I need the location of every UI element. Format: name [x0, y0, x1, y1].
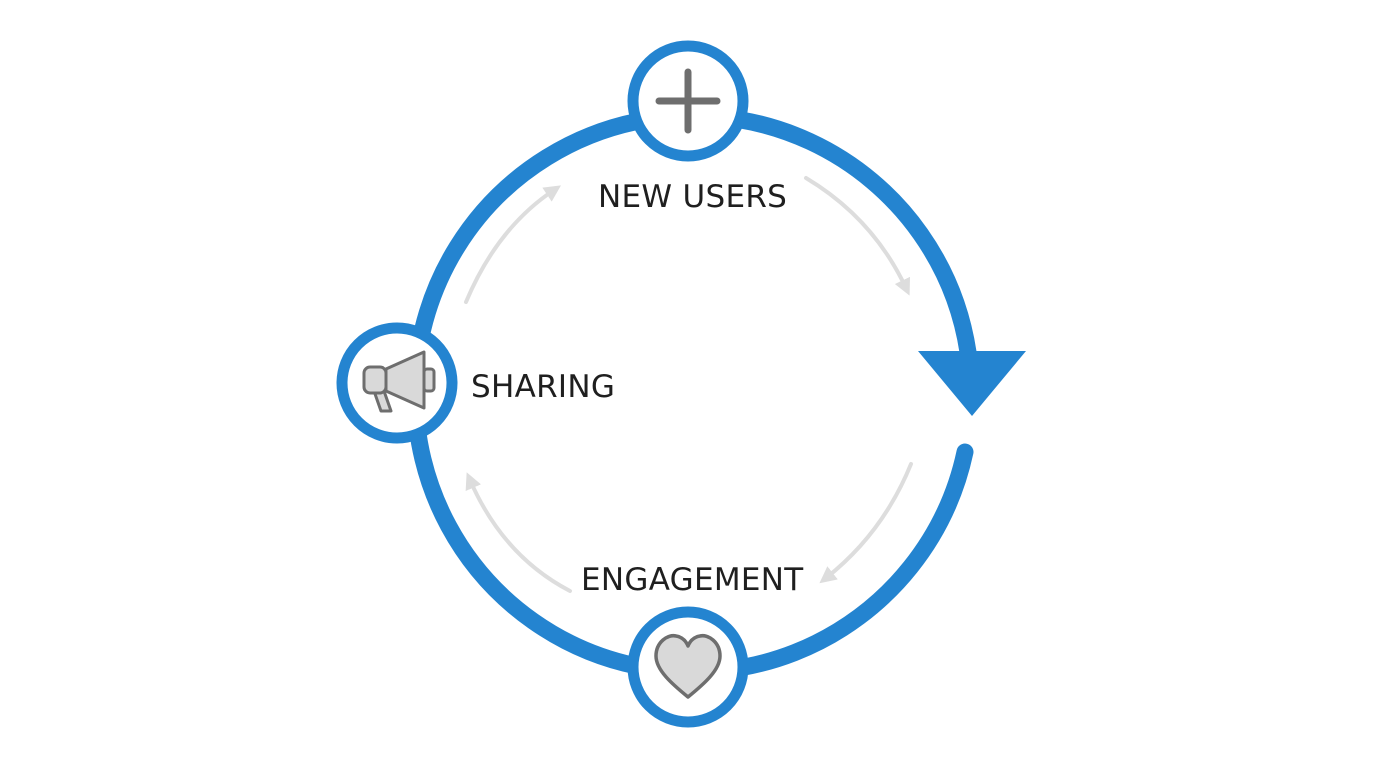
node-new-users [627, 40, 749, 162]
label-engagement: ENGAGEMENT [581, 562, 804, 598]
node-sharing [336, 322, 458, 444]
node-engagement [627, 606, 749, 728]
flow-arrow-sharing-to-new-users [464, 185, 561, 304]
flow-arrow-engagement-to-sharing [465, 472, 572, 593]
heart-icon [654, 633, 722, 699]
megaphone-icon [362, 350, 436, 413]
flow-arrow-new-users-to-engagement [804, 176, 911, 296]
cycle-arrowhead [918, 351, 1026, 416]
flow-arrow-engagement-to-sharing-entry [819, 462, 913, 584]
label-sharing: SHARING [471, 369, 615, 405]
label-new-users: NEW USERS [598, 179, 787, 215]
plus-icon [655, 68, 721, 134]
